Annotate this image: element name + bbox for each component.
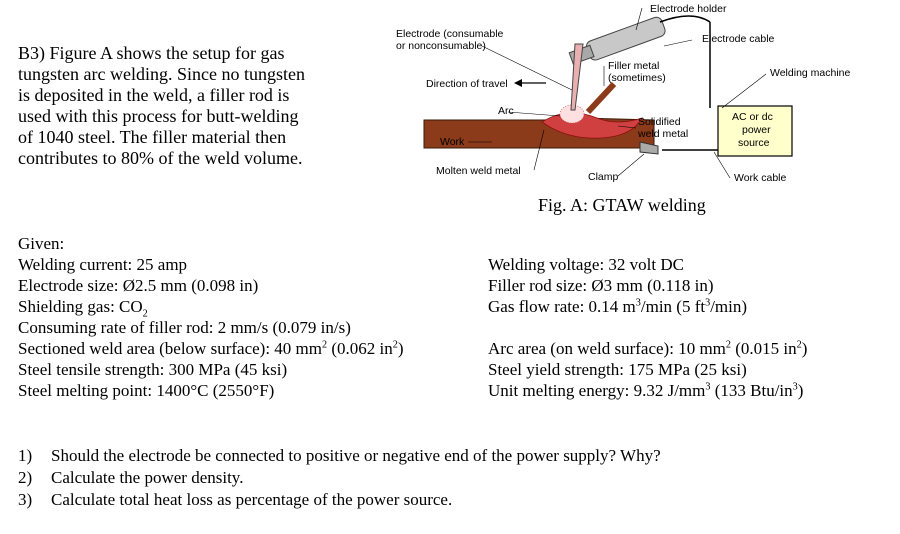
intro-line: of 1040 steel. The filler material then <box>18 127 287 147</box>
clamp-shape <box>639 141 659 155</box>
label-power-source: power <box>742 124 771 136</box>
label-work: Work <box>440 136 465 148</box>
given-unit-melting-energy: Unit melting energy: 9.32 J/mm3 (133 Btu… <box>488 381 804 400</box>
given-melting-point: Steel melting point: 1400°C (2550°F) <box>18 381 275 400</box>
filler-rod-shape <box>585 81 617 115</box>
label-electrode-holder: Electrode holder <box>650 3 727 15</box>
label-electrode-consumable: Electrode (consumable <box>396 28 504 40</box>
figure-caption: Fig. A: GTAW welding <box>538 195 706 215</box>
given-filler-rod-size: Filler rod size: Ø3 mm (0.118 in) <box>488 276 714 295</box>
given-electrode-size: Electrode size: Ø2.5 mm (0.098 in) <box>18 276 259 295</box>
intro-line: contributes to 80% of the weld volume. <box>18 148 303 168</box>
given-welding-current: Welding current: 25 amp <box>18 255 188 274</box>
label-electrode-cable: Electrode cable <box>702 33 775 45</box>
questions-list: 1)Should the electrode be connected to p… <box>18 445 661 511</box>
label-work-cable: Work cable <box>734 172 787 184</box>
given-sectioned-area: Sectioned weld area (below surface): 40 … <box>18 339 404 358</box>
label-solidified: Solidified <box>638 116 681 128</box>
label-welding-machine: Welding machine <box>770 67 851 79</box>
question-item: 3)Calculate total heat loss as percentag… <box>18 490 453 509</box>
given-yield-strength: Steel yield strength: 175 MPa (25 ksi) <box>488 360 747 379</box>
gtaw-diagram <box>423 7 793 179</box>
given-consuming-rate: Consuming rate of filler rod: 2 mm/s (0.… <box>18 318 351 337</box>
arc-shape <box>559 104 585 124</box>
label-solidified: weld metal <box>638 128 689 140</box>
label-power-source: source <box>738 137 770 149</box>
direction-arrow <box>514 79 522 87</box>
intro-line: B3) Figure A shows the setup for gas <box>18 43 285 63</box>
label-direction: Direction of travel <box>426 78 508 90</box>
given-heading: Given: <box>18 234 65 253</box>
label-electrode-consumable: or nonconsumable) <box>396 40 486 52</box>
label-filler-metal: Filler metal <box>608 60 660 72</box>
power-source-box <box>717 105 793 157</box>
label-power-source: AC or dc <box>732 111 773 123</box>
label-clamp: Clamp <box>588 171 619 183</box>
given-arc-area: Arc area (on weld surface): 10 mm2 (0.01… <box>488 339 808 358</box>
electrode-cable-shape <box>659 15 711 23</box>
given-shielding-gas: Shielding gas: CO2 <box>18 297 148 320</box>
intro-line: used with this process for butt-welding <box>18 106 299 126</box>
gtaw-figure: Electrode holder Electrode (consumable o… <box>392 0 900 218</box>
given-welding-voltage: Welding voltage: 32 volt DC <box>488 255 684 274</box>
given-section: Given: Welding current: 25 amp Welding v… <box>18 233 898 401</box>
question-item: 2)Calculate the power density. <box>18 468 244 487</box>
label-filler-metal: (sometimes) <box>608 72 666 84</box>
intro-line: is deposited in the weld, a filler rod i… <box>18 85 290 105</box>
question-item: 1)Should the electrode be connected to p… <box>18 446 661 465</box>
electrode-shape <box>570 43 584 111</box>
given-gas-flow-rate: Gas flow rate: 0.14 m3/min (5 ft3/min) <box>488 297 748 316</box>
intro-line: tungsten arc welding. Since no tungsten <box>18 64 305 84</box>
label-arc: Arc <box>498 105 514 117</box>
label-molten: Molten weld metal <box>436 165 521 177</box>
problem-intro: B3) Figure A shows the setup for gas tun… <box>18 43 358 169</box>
given-tensile-strength: Steel tensile strength: 300 MPa (45 ksi) <box>18 360 288 379</box>
